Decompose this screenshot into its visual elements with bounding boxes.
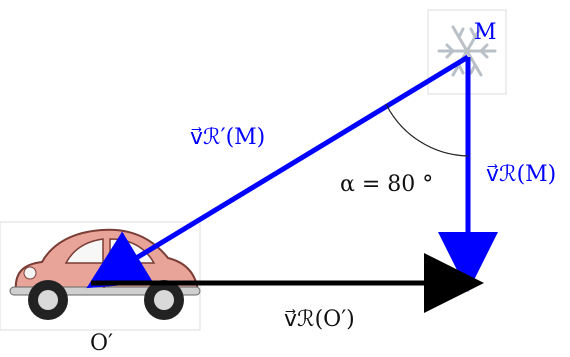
origin-label: O′ bbox=[90, 331, 113, 353]
vector-r-prime-m-label: v⃗ℛ′(M) bbox=[190, 125, 265, 150]
vector-r-m-label: v⃗ℛ(M) bbox=[486, 162, 556, 187]
angle-label: α = 80 ° bbox=[340, 172, 433, 197]
vector-r-o-label: v⃗ℛ(O′) bbox=[284, 307, 355, 332]
point-m-label: M bbox=[474, 20, 497, 45]
vector-r-prime-m-arrow bbox=[86, 54, 470, 289]
angle-arc bbox=[385, 103, 469, 157]
